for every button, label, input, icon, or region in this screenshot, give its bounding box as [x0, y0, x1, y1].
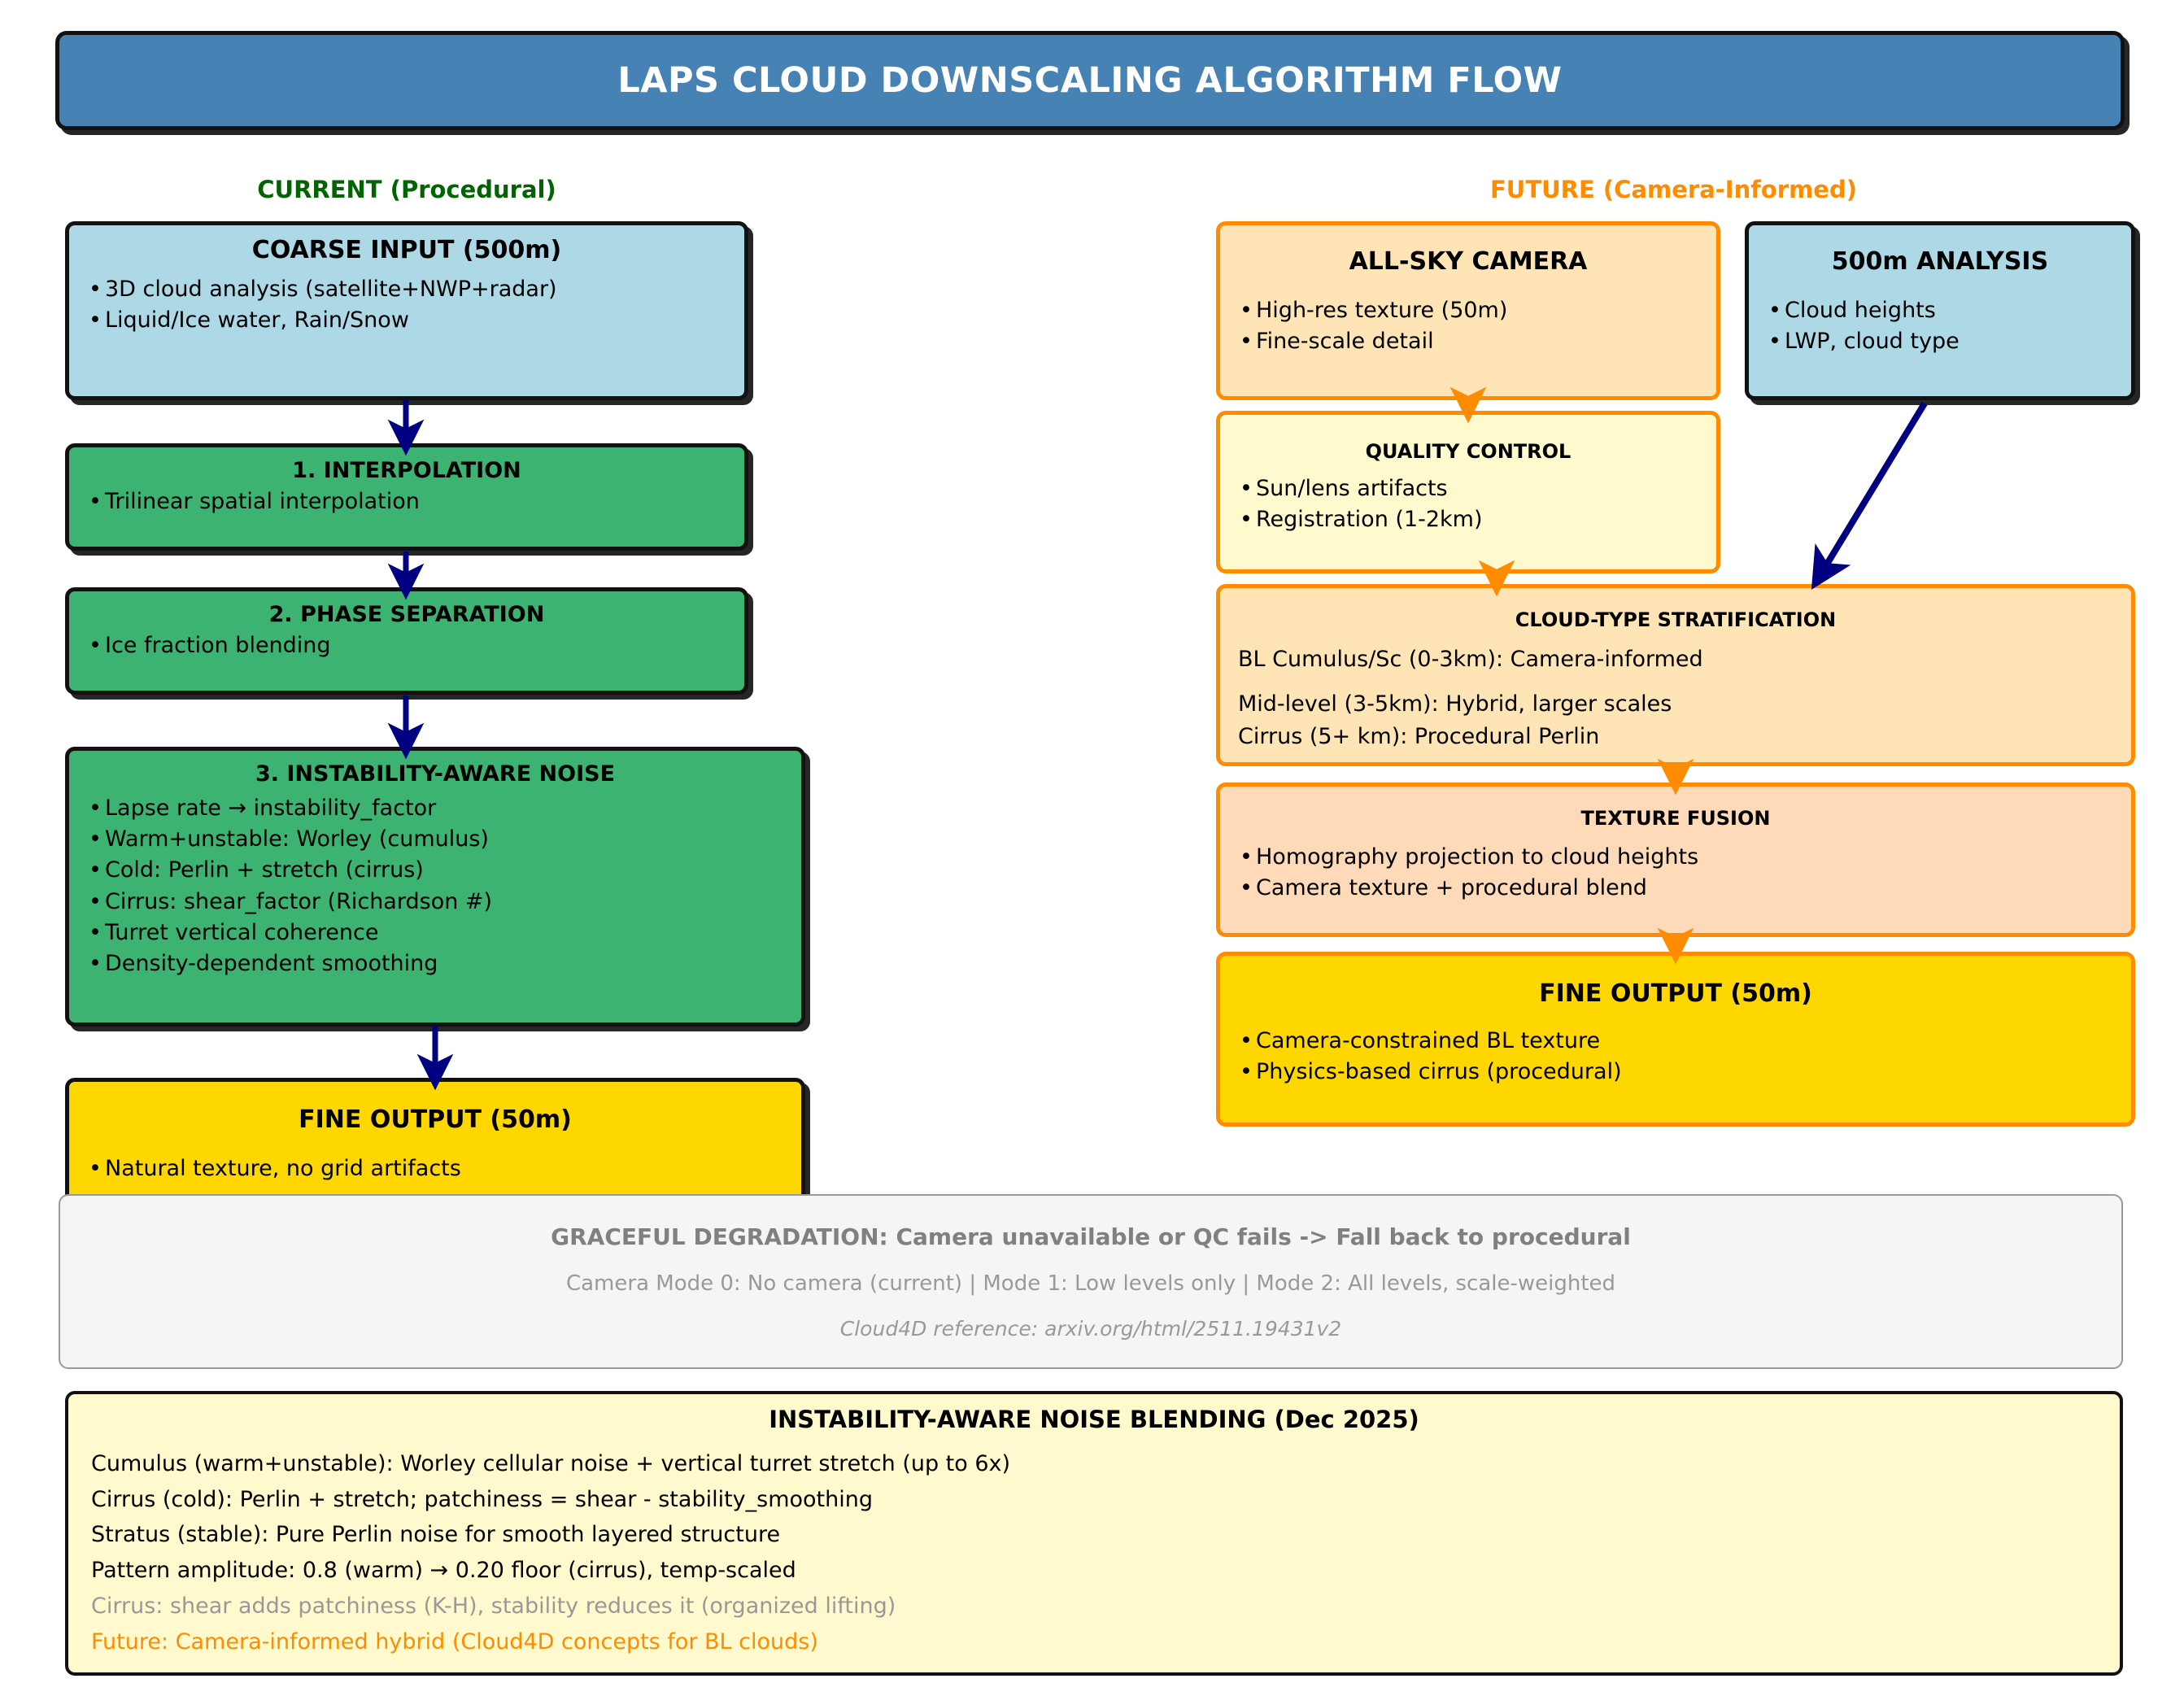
list-item: Density-dependent smoothing [87, 948, 783, 980]
node-cloud-type-stratification-lines: BL Cumulus/Sc (0-3km): Camera-informed M… [1238, 643, 2113, 754]
text-line: Mid-level (3-5km): Hybrid, larger scales [1238, 691, 1672, 717]
node-quality-control-bullets: Sun/lens artifacts Registration (1-2km) [1238, 473, 1698, 536]
node-interpolation-bullets: Trilinear spatial interpolation [87, 486, 726, 518]
list-item: High-res texture (50m) [1238, 295, 1698, 327]
list-item: Physics-based cirrus (procedural) [1238, 1057, 2113, 1088]
cloud4d-reference: Cloud4D reference: arxiv.org/html/2511.1… [839, 1316, 1342, 1341]
list-item: Warm+unstable: Worley (cumulus) [87, 824, 783, 856]
list-item: Camera texture + procedural blend [1238, 873, 2113, 905]
node-all-sky-camera: ALL-SKY CAMERA High-res texture (50m) Fi… [1216, 221, 1720, 400]
list-item: Liquid/Ice water, Rain/Snow [87, 305, 726, 337]
graceful-degradation-panel: GRACEFUL DEGRADATION: Camera unavailable… [59, 1194, 2123, 1369]
text-line: BL Cumulus/Sc (0-3km): Camera-informed [1238, 647, 1703, 672]
diagram-title-banner: LAPS CLOUD DOWNSCALING ALGORITHM FLOW [55, 31, 2125, 130]
note-line: Cirrus (cold): Perlin + stretch; patchin… [91, 1486, 874, 1512]
note-line: Stratus (stable): Pure Perlin noise for … [91, 1522, 781, 1548]
node-interpolation: 1. INTERPOLATION Trilinear spatial inter… [65, 443, 748, 551]
node-instability-aware-noise: 3. INSTABILITY-AWARE NOISE Lapse rate → … [65, 747, 805, 1027]
list-item: 3D cloud analysis (satellite+NWP+radar) [87, 274, 726, 306]
node-500m-analysis-bullets: Cloud heights LWP, cloud type [1767, 295, 2113, 358]
list-item: Turret vertical coherence [87, 918, 783, 949]
node-coarse-input-heading: COARSE INPUT (500m) [251, 236, 562, 264]
node-coarse-input-bullets: 3D cloud analysis (satellite+NWP+radar) … [87, 274, 726, 337]
node-fine-output-current-bullets: Natural texture, no grid artifacts [87, 1153, 783, 1185]
list-item: Cloud heights [1767, 295, 2113, 327]
noise-blending-notes-panel: INSTABILITY-AWARE NOISE BLENDING (Dec 20… [65, 1391, 2123, 1676]
node-cloud-type-stratification-heading: CLOUD-TYPE STRATIFICATION [1515, 608, 1837, 631]
node-fine-output-future: FINE OUTPUT (50m) Camera-constrained BL … [1216, 952, 2135, 1127]
list-item: Sun/lens artifacts [1238, 473, 1698, 505]
node-phase-separation-bullets: Ice fraction blending [87, 630, 726, 662]
list-item: Lapse rate → instability_factor [87, 793, 783, 825]
column-heading-current: CURRENT (Procedural) [257, 176, 556, 203]
list-item: Fine-scale detail [1238, 326, 1698, 358]
node-texture-fusion-bullets: Homography projection to cloud heights C… [1238, 842, 2113, 905]
node-instability-aware-noise-heading: 3. INSTABILITY-AWARE NOISE [255, 761, 616, 787]
column-heading-future: FUTURE (Camera-Informed) [1489, 176, 1857, 203]
note-line: Cumulus (warm+unstable): Worley cellular… [91, 1451, 1011, 1476]
node-phase-separation-heading: 2. PHASE SEPARATION [268, 602, 545, 627]
list-item: Homography projection to cloud heights [1238, 842, 2113, 874]
node-fine-output-future-heading: FINE OUTPUT (50m) [1539, 979, 1812, 1008]
node-all-sky-camera-bullets: High-res texture (50m) Fine-scale detail [1238, 295, 1698, 358]
arrow-analysis-to-stratification [1811, 401, 1928, 591]
node-coarse-input: COARSE INPUT (500m) 3D cloud analysis (s… [65, 221, 748, 400]
node-fine-output-future-bullets: Camera-constrained BL texture Physics-ba… [1238, 1026, 2113, 1088]
node-quality-control-heading: QUALITY CONTROL [1365, 440, 1572, 463]
node-instability-aware-noise-bullets: Lapse rate → instability_factor Warm+uns… [87, 793, 783, 980]
list-item: Natural texture, no grid artifacts [87, 1153, 783, 1185]
node-quality-control: QUALITY CONTROL Sun/lens artifacts Regis… [1216, 411, 1720, 573]
list-item: Cirrus: shear_factor (Richardson #) [87, 887, 783, 918]
notes-panel-title: INSTABILITY-AWARE NOISE BLENDING (Dec 20… [769, 1406, 1419, 1433]
text-line: Cirrus (5+ km): Procedural Perlin [1238, 724, 1600, 749]
node-500m-analysis-heading: 500m ANALYSIS [1831, 247, 2049, 276]
list-item: Trilinear spatial interpolation [87, 486, 726, 518]
degradation-headline: GRACEFUL DEGRADATION: Camera unavailable… [551, 1223, 1631, 1250]
list-item: Ice fraction blending [87, 630, 726, 662]
note-line-future: Future: Camera-informed hybrid (Cloud4D … [91, 1628, 818, 1655]
node-all-sky-camera-heading: ALL-SKY CAMERA [1349, 247, 1588, 276]
camera-modes-text: Camera Mode 0: No camera (current) | Mod… [565, 1271, 1616, 1296]
diagram-title: LAPS CLOUD DOWNSCALING ALGORITHM FLOW [617, 60, 1563, 101]
list-item: Registration (1-2km) [1238, 504, 1698, 536]
node-texture-fusion: TEXTURE FUSION Homography projection to … [1216, 783, 2135, 937]
node-texture-fusion-heading: TEXTURE FUSION [1580, 807, 1771, 830]
list-item: Camera-constrained BL texture [1238, 1026, 2113, 1057]
node-500m-analysis: 500m ANALYSIS Cloud heights LWP, cloud t… [1745, 221, 2135, 400]
note-line-muted: Cirrus: shear adds patchiness (K-H), sta… [91, 1593, 896, 1619]
list-item: LWP, cloud type [1767, 326, 2113, 358]
node-fine-output-current-heading: FINE OUTPUT (50m) [299, 1105, 572, 1134]
node-phase-separation: 2. PHASE SEPARATION Ice fraction blendin… [65, 587, 748, 695]
node-cloud-type-stratification: CLOUD-TYPE STRATIFICATION BL Cumulus/Sc … [1216, 584, 2135, 766]
note-line: Pattern amplitude: 0.8 (warm) → 0.20 flo… [91, 1558, 796, 1584]
node-interpolation-heading: 1. INTERPOLATION [292, 458, 521, 483]
list-item: Cold: Perlin + stretch (cirrus) [87, 855, 783, 887]
